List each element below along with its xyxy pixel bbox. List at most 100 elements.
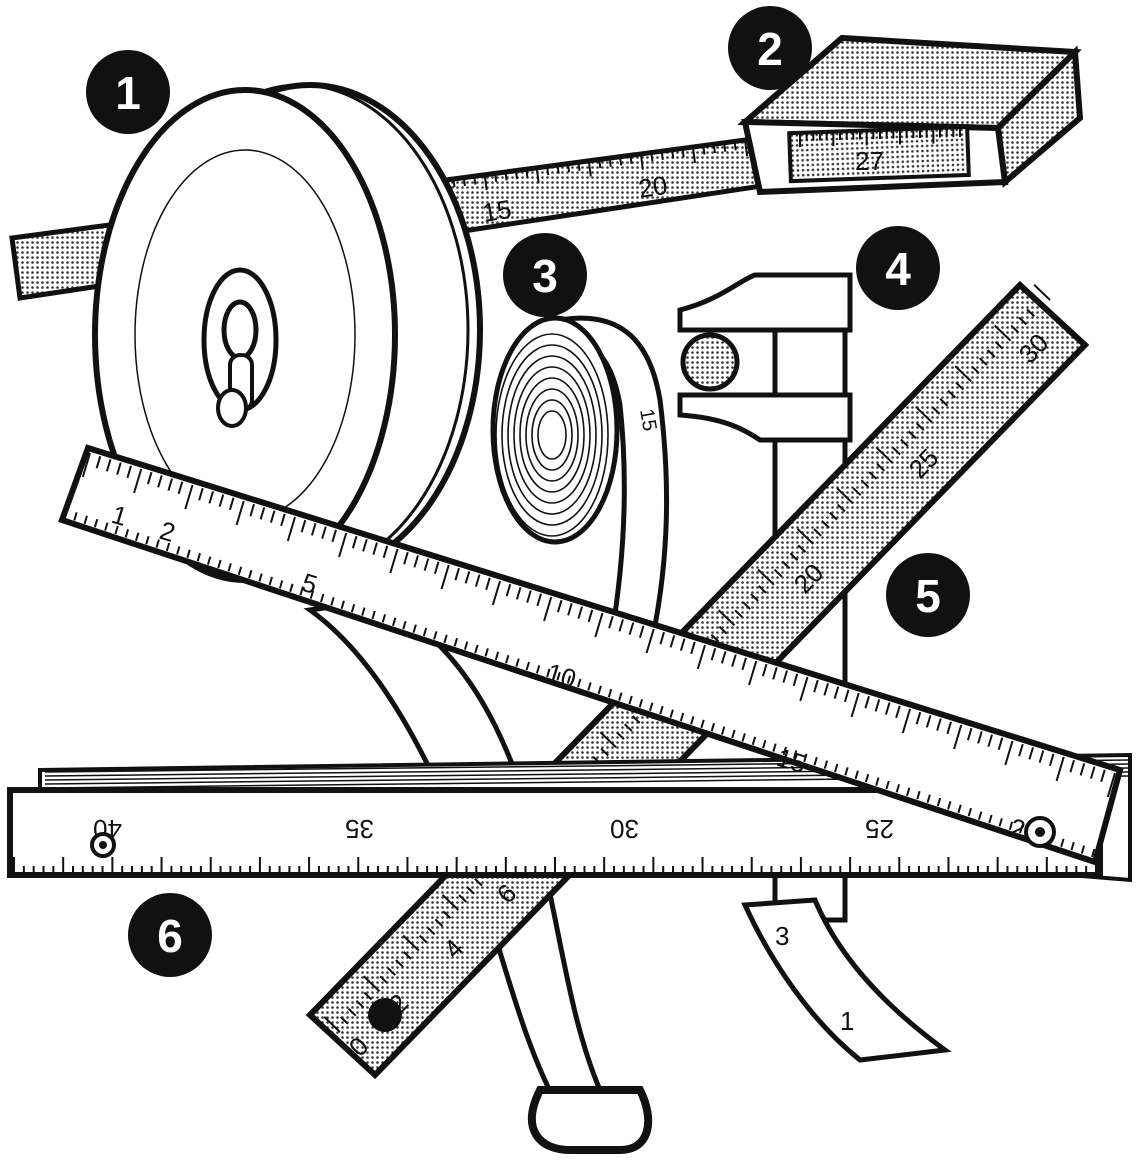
steel-rule-tick [978,357,988,366]
upper-rule-tick [803,753,808,763]
upper-rule-tick [165,542,171,552]
upper-rule-tick [587,609,594,623]
pocket-tape-number-15: 15 [480,194,513,228]
upper-rule-tick [104,522,109,531]
upper-rule-tick [338,532,348,558]
steel-rule-tick [323,1016,341,1033]
upper-rule-tick [901,708,911,734]
upper-rule-tick [823,683,829,696]
upper-rule-tick [977,731,983,744]
tape-tick [681,148,685,158]
steel-rule-tick [797,544,807,553]
upper-rule-tick [690,641,696,655]
upper-rule-tick [269,510,276,523]
upper-rule-tick [566,675,572,684]
lower-rule-number-35: 35 [345,814,374,844]
upper-rule-tick [618,692,623,701]
upper-rule-tick [720,651,727,664]
upper-rule-tick [382,545,389,559]
coil-ring [495,333,609,537]
upper-rule-tick [422,627,428,637]
loose-tape-strip [741,897,952,1063]
upper-rule-tick [645,628,655,654]
upper-rule-tick [186,549,191,559]
steel-rule-tick [441,894,460,911]
upper-rule-tick [440,564,450,590]
steel-rule-tick [954,365,972,383]
tape-tick [483,174,488,191]
upper-rule-tick [351,535,358,549]
folding-rule-upper: 1 2 5 10 15 20 [58,444,1124,866]
upper-rule-tick [638,699,644,708]
tape-tick [608,157,612,167]
upper-rule-tick [515,658,520,667]
upper-rule-tick [402,620,407,630]
steel-rule-tick [466,886,475,895]
upper-rule-tick [710,647,717,661]
upper-rule-tick [696,644,706,670]
badge-3: 3 [503,233,587,317]
upper-rule-tick [114,525,119,535]
upper-rule-tick [731,654,737,667]
upper-rule-tick [474,644,479,654]
tape-tick [473,175,477,185]
coil-ring [525,388,579,482]
upper-rule-tick [1008,821,1014,831]
loose-tape-number-1: 1 [840,1006,854,1036]
upper-rule-tick [669,635,676,648]
upper-rule-tick [946,721,952,735]
upper-rule-tick [124,529,130,538]
lower-rule-number-30: 30 [610,814,639,844]
upper-rule-rivet-center [1035,827,1045,837]
badge-6-label: 6 [157,910,183,962]
upper-rule-tick [362,539,368,552]
upper-rule-tick [597,685,602,695]
upper-rule-tick [249,503,255,517]
upper-rule-tick [491,580,501,606]
steel-rule-tick [402,934,420,952]
sewing-tape-outer [490,315,620,545]
upper-rule-tick [536,593,542,607]
tape-tick [462,176,466,187]
upper-rule-tick [1070,841,1075,851]
upper-rule-tick [556,671,561,681]
upper-rule-tick [206,556,212,565]
upper-rule-tick [772,743,777,752]
steel-rule-tick [900,438,909,448]
badge-2-label: 2 [757,23,783,75]
steel-rule-tick [994,341,1004,350]
badge-5-label: 5 [915,570,941,622]
tape-tick [577,161,581,171]
loose-tape-number-3: 3 [775,921,789,951]
upper-rule-tick [463,641,469,650]
steel-rule-tick [362,975,381,993]
upper-rule-tick [761,663,768,677]
upper-rule-tick [608,615,614,629]
upper-rule-tick [433,561,440,575]
tape-tick [452,178,456,188]
upper-rule-tick [176,546,181,555]
upper-rule-tick [567,603,573,616]
upper-rule-tick [1080,845,1086,854]
upper-rule-tick [679,712,685,722]
upper-rule-tick [474,574,481,587]
upper-rule-tick [454,567,460,581]
upper-rule-tick [248,569,253,579]
steel-rule-tick [734,609,744,618]
upper-rule-tick [1018,743,1024,757]
steel-rule-tick [1018,316,1028,326]
upper-rule-tick [1048,753,1055,767]
steel-rule-tick [836,503,846,513]
upper-rule-tick [618,619,624,632]
steel-rule-tick [868,471,878,480]
upper-rule-tick [331,529,337,543]
steel-rule-tick [955,381,964,391]
coil-ring [507,355,597,515]
upper-rule-tick [372,542,378,555]
upper-rule-tick [389,548,399,574]
caliper-lower-jaw [677,392,853,443]
badge-5: 5 [886,553,970,637]
upper-rule-tick [1019,824,1024,834]
upper-rule-tick [196,552,201,562]
steel-rule-tick [939,398,949,407]
